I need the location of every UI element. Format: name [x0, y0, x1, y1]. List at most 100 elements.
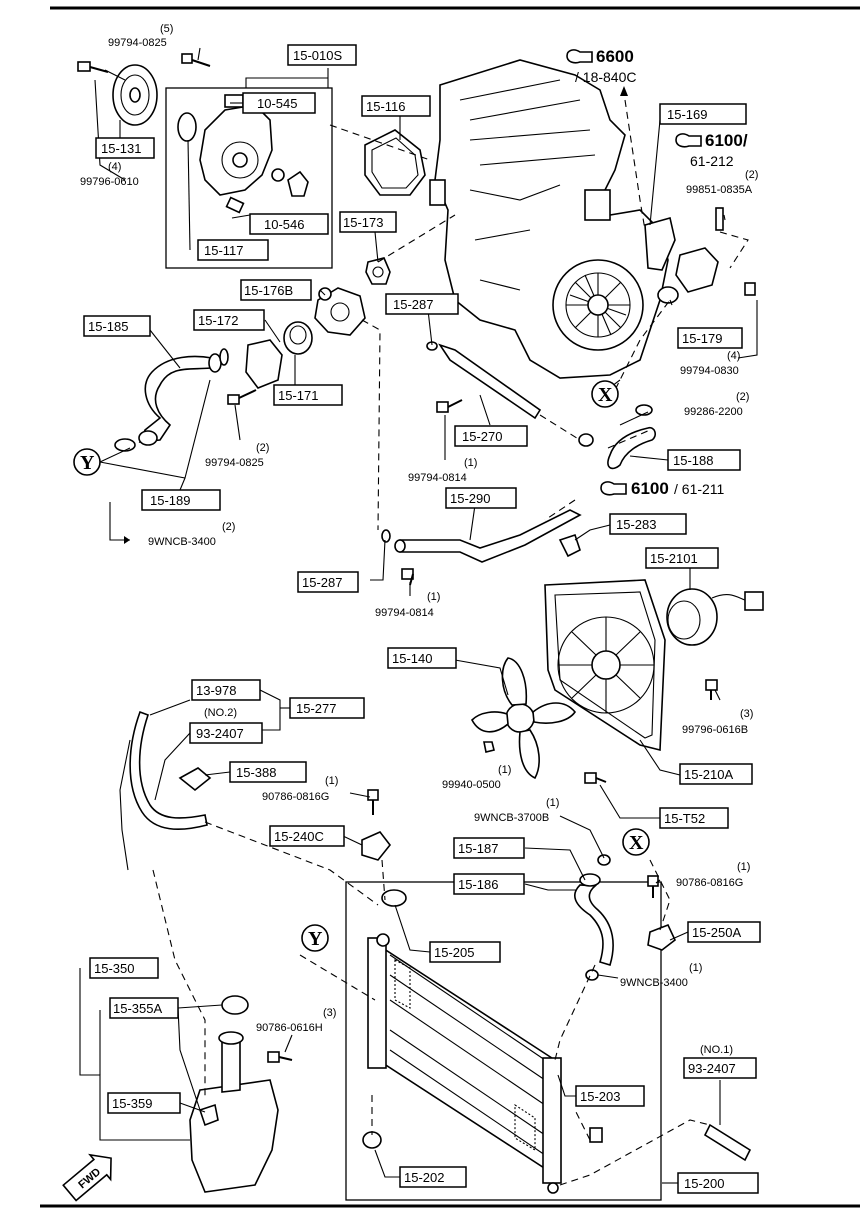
svg-text:15-355A: 15-355A — [113, 1001, 162, 1016]
reservoir-cap — [221, 995, 249, 1015]
water-outlet — [644, 207, 756, 304]
drain-plug — [589, 1127, 603, 1143]
fastener-qty: (5) — [160, 23, 173, 35]
fastener-label: 99794-0830 — [680, 365, 739, 377]
bolt-icon — [401, 568, 414, 586]
svg-text:15-203: 15-203 — [580, 1089, 620, 1104]
callout-15-277: 15-277 — [289, 697, 365, 719]
callout-15-116: 15-116 — [361, 95, 431, 117]
fastener-qty: (3) — [323, 1007, 336, 1019]
arrow-right-icon — [124, 536, 130, 544]
svg-text:93-2407: 93-2407 — [688, 1061, 736, 1076]
fastener-label: 90786-0816G — [262, 791, 329, 803]
svg-text:13-978: 13-978 — [196, 683, 236, 698]
hose-15-185 — [138, 355, 213, 443]
water-pipe-15-270 — [438, 343, 542, 420]
bolt-icon — [436, 399, 463, 413]
fastener-label: 99796-0616B — [682, 724, 748, 736]
marker-y-lower: Y — [301, 924, 329, 952]
svg-text:15-010S: 15-010S — [293, 48, 342, 63]
bolt-icon — [77, 61, 109, 73]
svg-text:15-188: 15-188 — [673, 453, 713, 468]
pump-gasket — [177, 112, 197, 142]
svg-text:15-290: 15-290 — [450, 491, 490, 506]
callout-15-359: 15-359 — [107, 1092, 181, 1114]
engine-block — [429, 59, 669, 379]
bolt-icon — [181, 53, 211, 67]
leader-lines — [79, 47, 758, 1186]
svg-text:6600: 6600 — [596, 47, 634, 66]
svg-text:15-187: 15-187 — [458, 841, 498, 856]
fastener-label: 99286-2200 — [684, 406, 743, 418]
svg-text:/ 61-211: / 61-211 — [674, 481, 725, 497]
callout-15-176B: 15-176B — [240, 279, 312, 301]
bolt-icon — [584, 772, 607, 784]
fastener-label: 9WNCB-3700B — [474, 812, 549, 824]
bolt-icon — [267, 1051, 293, 1063]
callout-15-140: 15-140 — [387, 647, 457, 669]
fastener-qty: (3) — [740, 708, 753, 720]
svg-text:15-2101: 15-2101 — [650, 551, 698, 566]
ref-6100-upper: 6100/ 61-212 — [675, 131, 748, 169]
svg-text:15-T52: 15-T52 — [664, 811, 705, 826]
callout-15-287-top: 15-287 — [385, 293, 459, 315]
fastener-qty: (1) — [325, 775, 338, 787]
hand-pointer-icon — [566, 49, 593, 64]
bolt-icon — [227, 389, 257, 405]
marker-x-upper: X — [591, 380, 619, 408]
fastener-label: 9WNCB-3400 — [620, 977, 688, 989]
fastener-qty: (2) — [222, 521, 235, 533]
svg-text:15-388: 15-388 — [236, 765, 276, 780]
svg-text:X: X — [629, 832, 644, 854]
svg-text:15-270: 15-270 — [462, 429, 502, 444]
hose-number-label: (NO.2) — [204, 707, 237, 719]
svg-text:15-350: 15-350 — [94, 961, 134, 976]
svg-text:15-131: 15-131 — [101, 141, 141, 156]
fastener-label: 90786-0616H — [256, 1022, 323, 1034]
callout-15-290: 15-290 — [445, 487, 517, 509]
svg-text:X: X — [598, 384, 613, 406]
fastener-label: 99794-0825 — [108, 37, 167, 49]
fastener-qty: (2) — [256, 442, 269, 454]
svg-text:15-140: 15-140 — [392, 651, 432, 666]
callout-15-169: 15-169 — [659, 103, 747, 125]
callout-15-117: 15-117 — [197, 239, 269, 261]
svg-text:15-277: 15-277 — [296, 701, 336, 716]
fastener-qty: (1) — [689, 962, 702, 974]
fastener-qty: (2) — [736, 391, 749, 403]
fastener-label: 90786-0816G — [676, 877, 743, 889]
svg-text:15-116: 15-116 — [366, 99, 406, 114]
callout-93-2407-no2: 93-2407 — [189, 722, 263, 744]
hand-pointer-icon — [600, 481, 627, 496]
callout-15-187: 15-187 — [453, 837, 525, 859]
fastener-label: 9WNCB-3400 — [148, 536, 216, 548]
overflow-hose — [703, 1123, 752, 1162]
callout-15-200: 15-200 — [677, 1172, 759, 1194]
svg-text:/ 18-840C: / 18-840C — [575, 69, 636, 85]
water-pump-group-bracket — [245, 68, 329, 88]
svg-text:15-202: 15-202 — [404, 1170, 444, 1185]
callout-15-186: 15-186 — [453, 873, 525, 895]
pump-pulley — [112, 64, 158, 126]
svg-text:15-186: 15-186 — [458, 877, 498, 892]
hand-pointer-icon — [675, 133, 702, 148]
svg-text:15-117: 15-117 — [204, 243, 244, 258]
water-pump — [177, 94, 309, 214]
marker-x-lower: X — [622, 828, 650, 856]
radiator-cap — [381, 889, 407, 907]
callout-15-189: 15-189 — [141, 489, 221, 511]
bolt-icon — [705, 679, 718, 700]
svg-text:15-359: 15-359 — [112, 1096, 152, 1111]
nut-icon — [483, 741, 495, 753]
svg-text:15-287: 15-287 — [393, 297, 433, 312]
callout-15-171: 15-171 — [273, 384, 343, 406]
fastener-label: 99794-0814 — [408, 472, 467, 484]
callout-15-203: 15-203 — [575, 1085, 645, 1107]
hose-15-188 — [607, 426, 657, 470]
callout-15-T52: 15-T52 — [659, 807, 729, 829]
svg-text:15-173: 15-173 — [343, 215, 383, 230]
callout-15-283: 15-283 — [609, 513, 687, 535]
svg-text:6100/: 6100/ — [705, 131, 748, 150]
svg-text:Y: Y — [80, 452, 95, 474]
